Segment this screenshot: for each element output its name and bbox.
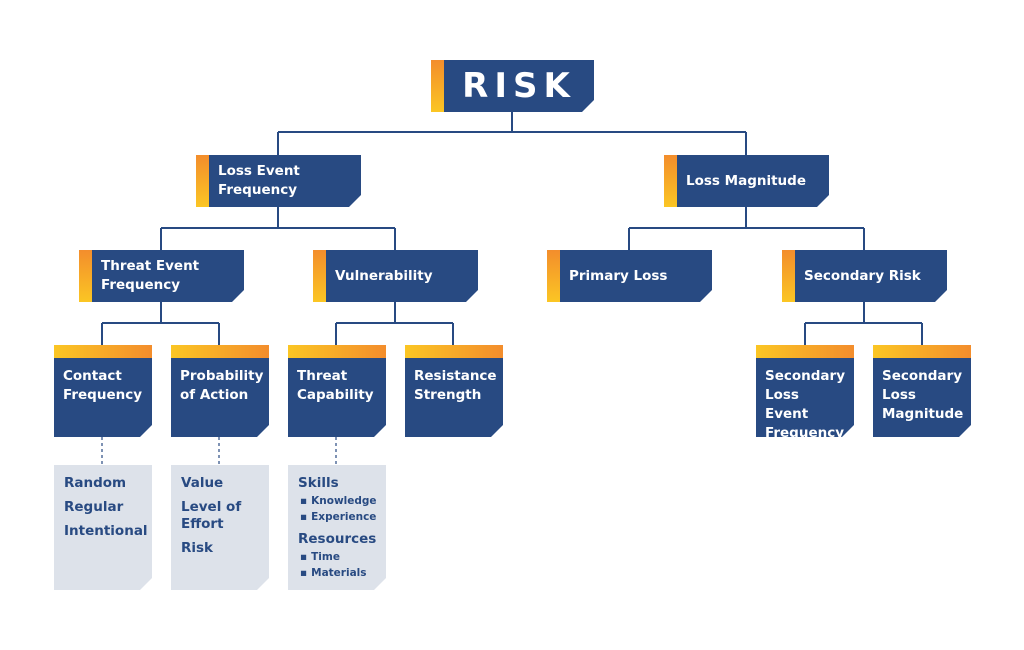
node-contact-frequency: Contact Frequency: [54, 345, 152, 437]
node-label: Probability of Action: [180, 368, 264, 403]
node-secondary-loss-magnitude: Secondary Loss Magnitude: [873, 345, 971, 437]
node-loss-event-frequency: Loss Event Frequency: [196, 155, 361, 207]
node-vulnerability: Vulnerability: [313, 250, 478, 302]
node-label: Secondary Risk: [804, 267, 921, 284]
node-secondary-loss-event-frequency: Secondary Loss Event Frequency: [756, 345, 854, 437]
detail-group-skills: Skills Knowledge Experience: [298, 475, 378, 525]
node-label: Loss Event Frequency: [218, 163, 300, 198]
detail-probability-of-action: Value Level of Effort Risk: [171, 465, 269, 590]
node-secondary-risk: Secondary Risk: [782, 250, 947, 302]
detail-item: Intentional: [64, 523, 148, 539]
node-loss-magnitude: Loss Magnitude: [664, 155, 829, 207]
node-label: Threat Event Frequency: [101, 258, 200, 293]
detail-subitem: Time: [298, 549, 378, 565]
detail-subitem: Knowledge: [298, 493, 378, 509]
detail-item: Level of Effort: [181, 499, 242, 532]
connector-lef: [160, 206, 396, 250]
node-label: Resistance Strength: [414, 368, 497, 403]
node-primary-loss: Primary Loss: [547, 250, 712, 302]
detail-group-title: Skills: [298, 475, 339, 491]
detail-item: Random: [64, 475, 127, 491]
node-threat-event-frequency: Threat Event Frequency: [79, 250, 244, 302]
node-label: Primary Loss: [569, 267, 668, 284]
node-probability-of-action: Probability of Action: [171, 345, 269, 437]
node-label: Secondary Loss Event Frequency: [765, 368, 845, 441]
node-label: Threat Capability: [297, 368, 374, 403]
node-label: Contact Frequency: [63, 368, 143, 403]
detail-item: Value: [181, 475, 224, 491]
node-risk-label: RISK: [462, 65, 576, 106]
connector-secrisk: [804, 302, 923, 345]
connector-tef: [101, 302, 220, 345]
detail-group-title: Resources: [298, 531, 377, 547]
connector-lm: [628, 206, 865, 250]
detail-item: Risk: [181, 540, 214, 556]
connector-risk: [277, 112, 747, 155]
detail-group-resources: Resources Time Materials: [298, 531, 378, 581]
detail-subitem: Materials: [298, 565, 378, 581]
detail-subitem: Experience: [298, 509, 378, 525]
detail-contact-frequency: Random Regular Intentional: [54, 465, 152, 590]
node-risk: RISK: [431, 60, 594, 112]
node-threat-capability: Threat Capability: [288, 345, 386, 437]
node-label: Loss Magnitude: [686, 172, 806, 189]
node-resistance-strength: Resistance Strength: [405, 345, 503, 437]
detail-threat-capability: Skills Knowledge Experience Resources Ti…: [288, 465, 386, 590]
node-label: Vulnerability: [335, 267, 433, 284]
node-label: Secondary Loss Magnitude: [882, 368, 964, 422]
connector-vuln: [335, 302, 454, 345]
detail-item: Regular: [64, 499, 124, 515]
